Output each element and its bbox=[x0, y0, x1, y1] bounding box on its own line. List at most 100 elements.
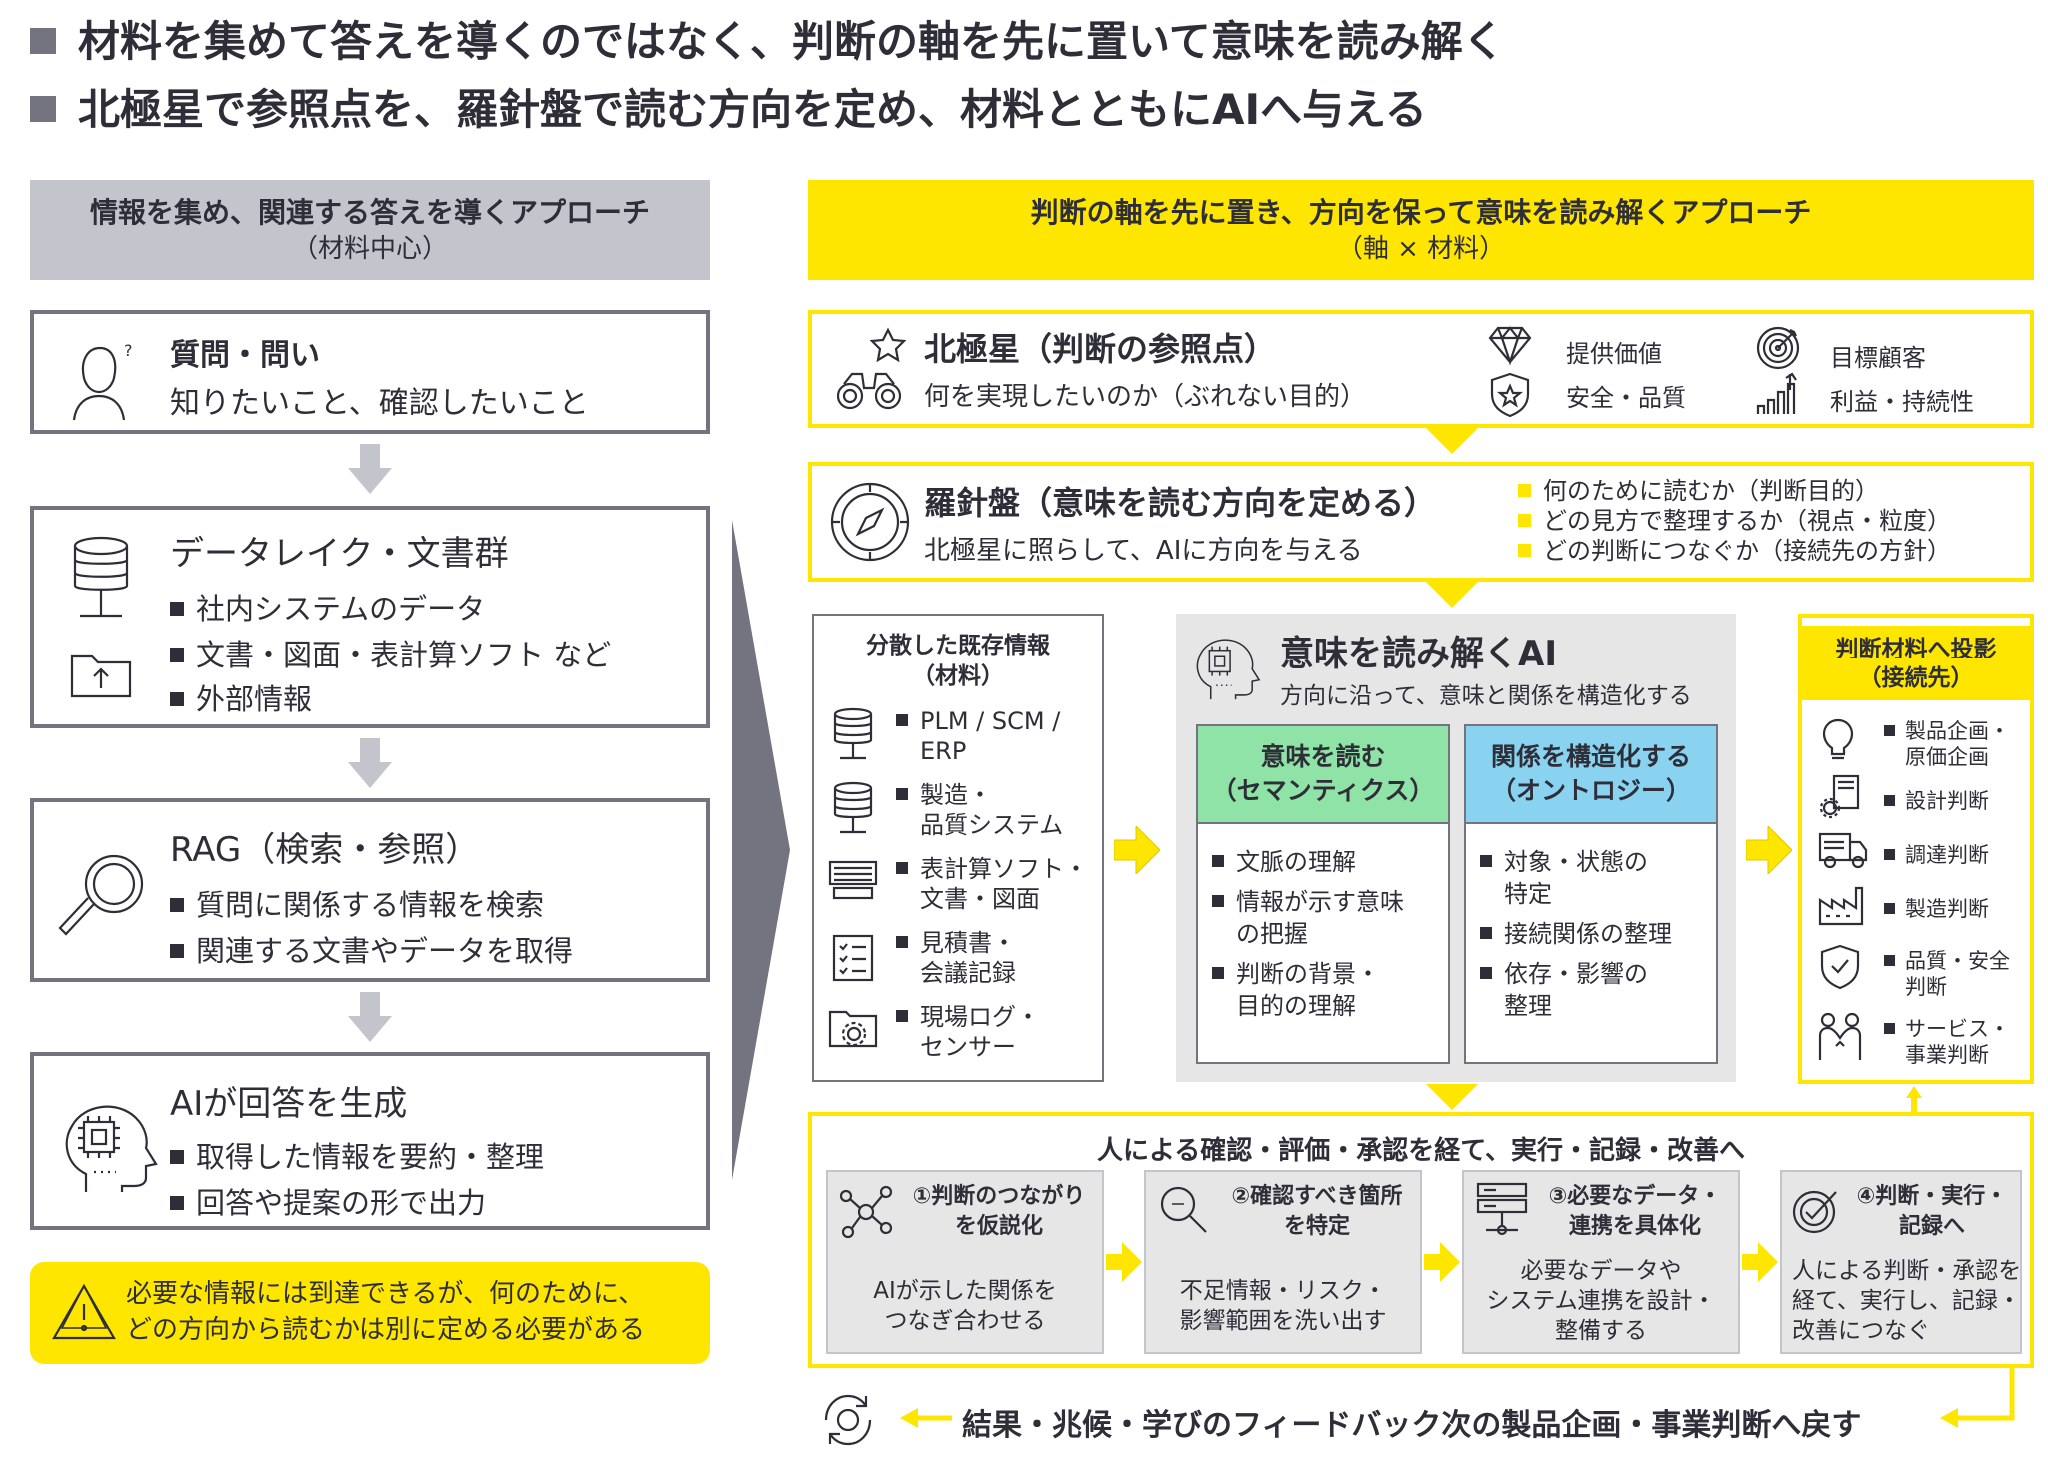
feedback-text: 結果・兆候・学びのフィードバック次の製品企画・事業判断へ戻す bbox=[962, 1408, 1862, 1443]
headline-2: 北極星で参照点を、羅針盤で読む方向を定め、材料とともにAIへ与える bbox=[30, 82, 1427, 138]
compass-title: 羅針盤（意味を読む方向を定める） bbox=[924, 484, 1437, 522]
truck-icon bbox=[1818, 832, 1868, 869]
check-target-icon bbox=[1792, 1190, 1837, 1234]
projection-item: 品質・安全 bbox=[1884, 948, 2010, 974]
database-icon bbox=[833, 781, 873, 834]
cycle-icon bbox=[824, 1394, 872, 1446]
compass-item: 何のために読むか（判断目的） bbox=[1518, 476, 1951, 506]
question-desc: 知りたいこと、確認したいこと bbox=[170, 386, 589, 421]
step-1: ①判断のつながりを仮説化 AIが示した関係をつなぎ合わせる bbox=[826, 1170, 1104, 1354]
star-icon bbox=[869, 327, 907, 363]
semantics-item: 情報が示す意味 bbox=[1212, 886, 1448, 918]
compass-box: 羅針盤（意味を読む方向を定める） 北極星に照らして、AIに方向を与える 何のため… bbox=[808, 462, 2034, 582]
datalake-item: 文書・図面・表計算ソフト など bbox=[170, 632, 611, 674]
ai-head-icon bbox=[65, 1105, 158, 1192]
datalake-item: 外部情報 bbox=[170, 676, 312, 718]
scattered-item: PLM / SCM / bbox=[896, 706, 1060, 736]
ai-answer-box: AIが回答を生成 取得した情報を要約・整理 回答や提案の形で出力 bbox=[30, 1052, 710, 1230]
design-icon bbox=[1819, 774, 1860, 819]
north-star-desc: 何を実現したいのか（ぶれない目的） bbox=[924, 382, 1367, 412]
scattered-item: 現場ログ・ bbox=[896, 1002, 1040, 1032]
human-review-title: 人による確認・評価・承認を経て、実行・記録・改善へ bbox=[1097, 1136, 1745, 1166]
target-icon bbox=[1756, 326, 1800, 370]
lightbulb-icon bbox=[1822, 718, 1854, 760]
big-transition-arrow bbox=[732, 520, 790, 1180]
svg-text:?: ? bbox=[124, 341, 133, 360]
person-question-icon: ? bbox=[72, 341, 133, 421]
semantics-item: 判断の背景・ bbox=[1212, 958, 1448, 990]
rag-item: 関連する文書やデータを取得 bbox=[170, 928, 573, 970]
north-star-box: 北極星（判断の参照点） 何を実現したいのか（ぶれない目的） 提供価値 安全・品質… bbox=[808, 310, 2034, 428]
north-star-title: 北極星（判断の参照点） bbox=[924, 330, 1277, 368]
yellow-down-arrow-1 bbox=[1426, 428, 1478, 454]
question-box: ? 質問・問い 知りたいこと、確認したいこと bbox=[30, 310, 710, 434]
growth-chart-icon bbox=[1756, 372, 1797, 414]
step-3: ③必要なデータ・連携を具体化 必要なデータやシステム連携を設計・整備する bbox=[1462, 1170, 1740, 1354]
shield-check-icon bbox=[1820, 944, 1860, 990]
datalake-item: 社内システムのデータ bbox=[170, 586, 485, 628]
warning-icon bbox=[52, 1283, 116, 1340]
scattered-item: 製造・ bbox=[896, 780, 1063, 810]
semantics-item: 文脈の理解 bbox=[1212, 846, 1448, 878]
folder-icon bbox=[70, 654, 132, 698]
factory-icon bbox=[1818, 886, 1864, 926]
rag-box: RAG（検索・参照） 質問に関係する情報を検索 関連する文書やデータを取得 bbox=[30, 798, 710, 982]
projection-item: 設計判断 bbox=[1884, 788, 1989, 814]
yellow-right-arrow bbox=[1742, 1242, 1778, 1282]
step-2: ②確認すべき箇所を特定 不足情報・リスク・影響範囲を洗い出す bbox=[1144, 1170, 1422, 1354]
folder-gear-icon bbox=[828, 1010, 878, 1048]
yellow-down-arrow-2 bbox=[1426, 582, 1478, 608]
scattered-item: 見積書・ bbox=[896, 928, 1016, 958]
ontology-item: 対象・状態の bbox=[1480, 846, 1716, 878]
database-icon bbox=[73, 536, 129, 618]
rag-title: RAG（検索・参照） bbox=[170, 830, 480, 870]
left-header: 情報を集め、関連する答えを導くアプローチ （材料中心） bbox=[30, 180, 710, 280]
question-title: 質問・問い bbox=[170, 338, 320, 373]
projection-item: 製品企画・ bbox=[1884, 718, 2010, 744]
projection-item: 調達判断 bbox=[1884, 842, 1989, 868]
compass-icon bbox=[830, 482, 910, 562]
feedback-arrow-left bbox=[900, 1408, 952, 1428]
ontology-panel: 関係を構造化する （オントロジー） 対象・状態の 特定 接続関係の整理 依存・影… bbox=[1464, 724, 1718, 1064]
ai-head-icon bbox=[1196, 639, 1261, 700]
network-icon bbox=[839, 1185, 893, 1239]
keyboard-icon bbox=[828, 860, 878, 900]
headline-1: 材料を集めて答えを導くのではなく、判断の軸を先に置いて意味を読み解く bbox=[30, 14, 1505, 70]
ontology-item: 接続関係の整理 bbox=[1480, 918, 1716, 950]
shield-star-icon bbox=[1490, 372, 1530, 418]
projection-box: 判断材料へ投影 （接続先） 製品企画・原価企画 設計判断 調達判断 製造判断 品… bbox=[1798, 614, 2034, 1084]
projection-item: 製造判断 bbox=[1884, 896, 1989, 922]
yellow-up-arrow bbox=[1906, 1086, 1922, 1098]
diamond-icon bbox=[1488, 326, 1532, 366]
feedback-loop-line bbox=[1940, 1368, 2015, 1428]
database-icon bbox=[833, 707, 873, 760]
right-header: 判断の軸を先に置き、方向を保って意味を読み解くアプローチ （軸 × 材料） bbox=[808, 180, 2034, 280]
yellow-right-arrow bbox=[1424, 1242, 1460, 1282]
binoculars-icon bbox=[836, 372, 902, 410]
yellow-right-arrow bbox=[1106, 1242, 1142, 1282]
down-arrow-1 bbox=[348, 444, 392, 496]
yellow-right-arrow bbox=[1746, 826, 1792, 874]
down-arrow-2 bbox=[348, 738, 392, 790]
warning-callout: 必要な情報には到達できるが、何のために、 どの方向から読むかは別に定める必要があ… bbox=[30, 1262, 710, 1364]
handshake-icon bbox=[1818, 1012, 1862, 1060]
ai-answer-item: 回答や提案の形で出力 bbox=[170, 1180, 486, 1222]
scattered-item: 表計算ソフト・ bbox=[896, 854, 1088, 884]
semantics-panel: 意味を読む （セマンティクス） 文脈の理解 情報が示す意味 の把握 判断の背景・… bbox=[1196, 724, 1450, 1064]
human-review-box: 人による確認・評価・承認を経て、実行・記録・改善へ ①判断のつながりを仮説化 A… bbox=[808, 1112, 2034, 1368]
clipboard-icon bbox=[832, 934, 874, 982]
semantic-ai-box: 意味を読み解くAI 方向に沿って、意味と関係を構造化する 意味を読む （セマンテ… bbox=[1176, 614, 1736, 1082]
search-icon bbox=[1160, 1186, 1207, 1233]
semantic-ai-sub: 方向に沿って、意味と関係を構造化する bbox=[1280, 683, 1692, 709]
compass-item: どの判断につなぐか（接続先の方針） bbox=[1518, 536, 1951, 566]
rag-item: 質問に関係する情報を検索 bbox=[170, 882, 544, 924]
down-arrow-3 bbox=[348, 992, 392, 1044]
datalake-box: データレイク・文書群 社内システムのデータ 文書・図面・表計算ソフト など 外部… bbox=[30, 506, 710, 728]
yellow-right-arrow bbox=[1114, 826, 1160, 874]
server-icon bbox=[1476, 1182, 1528, 1236]
ontology-item: 依存・影響の bbox=[1480, 958, 1716, 990]
yellow-down-arrow-3 bbox=[1426, 1084, 1478, 1110]
compass-item: どの見方で整理するか（視点・粒度） bbox=[1518, 506, 1951, 536]
datalake-title: データレイク・文書群 bbox=[170, 534, 509, 574]
projection-item: サービス・ bbox=[1884, 1016, 2010, 1042]
